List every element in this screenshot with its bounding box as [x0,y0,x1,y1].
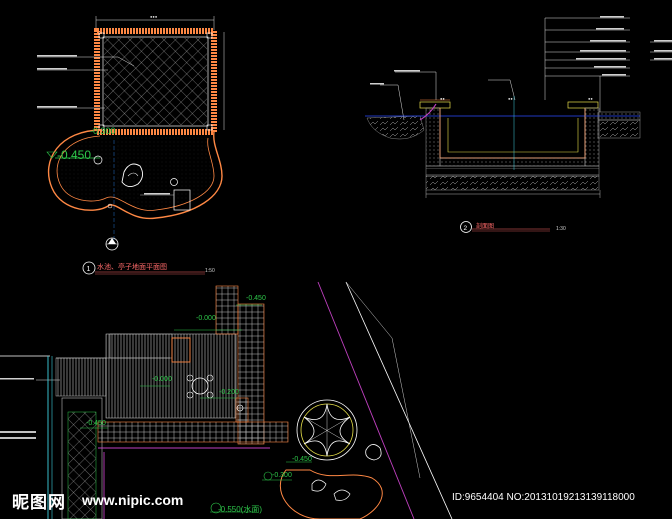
gazebo-roof [296,399,358,461]
svg-text:●●: ●● [508,96,513,101]
section-title-scale: 1:30 [556,226,566,232]
plan-title: 水池、亭子地面平面图 [97,264,167,271]
site-level-label: -0.200 [219,389,239,396]
site-level-label: -0.300 [272,472,292,479]
watermark-id: ID:9654404 NO:20131019213139118000 [452,492,635,503]
svg-text:●●: ●● [440,96,445,101]
site-level-label: -0.450 [292,456,312,463]
section-title: 剖面图 [476,224,495,230]
section-title-marker: 2 [460,221,550,233]
site-level-label: -0.450 [86,420,106,427]
pond-plan: ●●● [37,14,225,251]
site-level-label: -0.000 [152,376,172,383]
watermark-url: www.nipic.com [82,492,184,508]
marker-1-label: 1 [87,266,91,273]
plan-level-marker: -0.300 [90,126,116,136]
site-level-label: -0.450 [246,295,266,302]
marker-2-label: 2 [464,225,468,232]
site-level-label: -0.000 [196,315,216,322]
svg-text:●●●: ●●● [150,14,158,19]
plan-title-marker: 1 [82,261,205,275]
svg-text:●●: ●● [588,96,593,101]
plan-title-scale: 1:50 [205,268,215,274]
site-level-label: -0.550(水面) [218,505,263,514]
annotation-texts [0,16,672,380]
plan-level-label: -0.450 [57,148,92,162]
watermark-logo: 昵图网 [12,493,66,512]
site-plan [0,281,453,519]
pond-section: ●● ●● ●● [365,17,672,198]
